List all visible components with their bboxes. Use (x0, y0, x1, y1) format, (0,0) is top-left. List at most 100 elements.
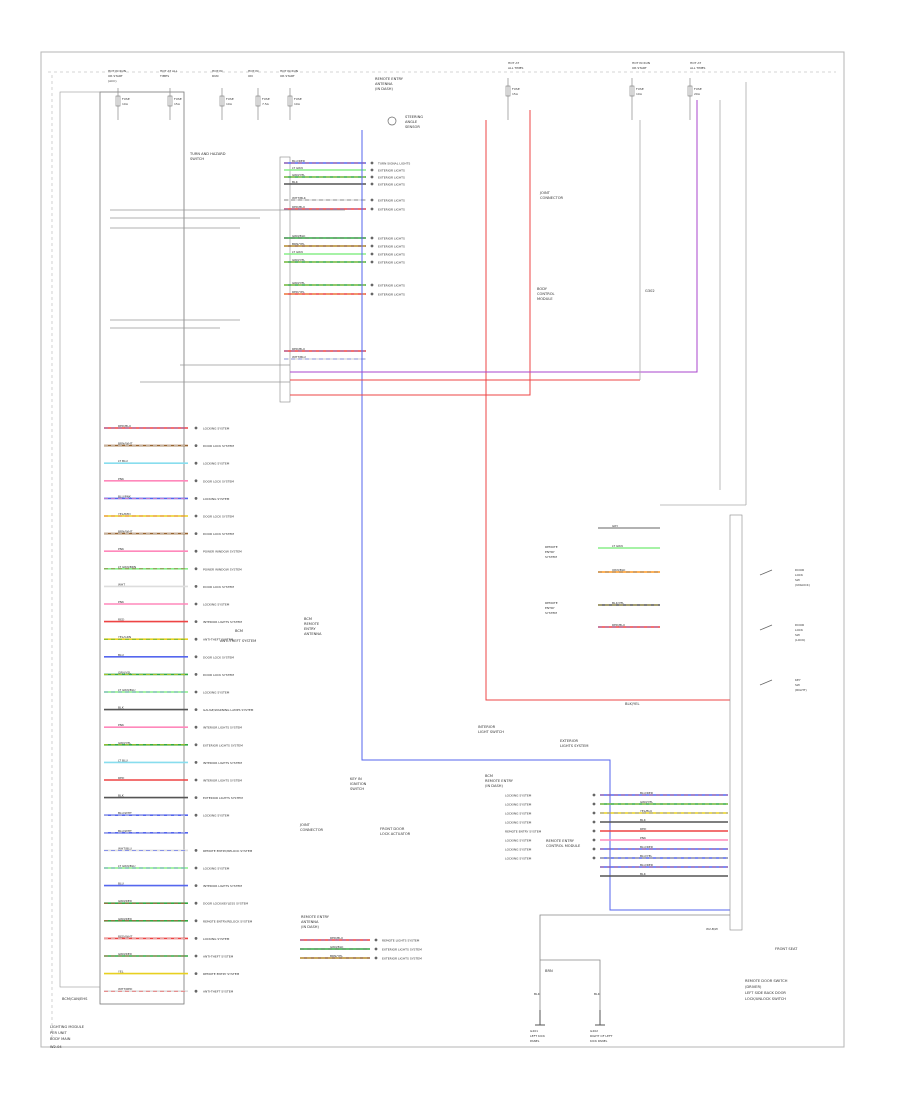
switch-group-0-label-0: REMOTE (545, 545, 558, 549)
combination-switch-label-2: SWITCH (190, 157, 204, 161)
top-fuse-1-line-0: HOT AT ALL (160, 69, 178, 73)
exterior-group-label-2: LIGHTS SYSTEM (560, 744, 589, 748)
top-right-fuse-1-name: FUSE (636, 87, 644, 91)
left-wire-32-dest: ANTI-THEFT SYSTEM (203, 990, 234, 994)
right-row-2-dest: LOCKING SYSTEM (505, 812, 532, 816)
left-wire-31-color: YEL (118, 970, 124, 974)
top-fuse-1-name: FUSE (174, 97, 182, 101)
left-wire-3-color: PNK (118, 477, 125, 481)
switch-group-1-label-1: ENTRY (545, 606, 555, 610)
right-row-6-dest: LOCKING SYSTEM (505, 848, 532, 852)
left-wire-13-connector-icon (194, 655, 198, 659)
upper-wire-10-dest: EXTERIOR LIGHTS (378, 284, 405, 288)
right-row-6-color: BLU/RED (640, 845, 654, 849)
remote-relay-label-1: REMOTE ENTRY (546, 839, 575, 843)
top-fuse-1-fuse-icon (167, 95, 173, 107)
upper-wire-3-connector-icon (370, 182, 374, 186)
left-wire-11-dest: INTERIOR LIGHTS SYSTEM (203, 620, 242, 624)
left-wire-11-color: RED (118, 618, 125, 622)
relay-wire-2-dest: EXTERIOR LIGHTS SYSTEM (382, 957, 422, 961)
ground-wire-2 (540, 959, 601, 1010)
left-wire-14-connector-icon (194, 673, 198, 676)
remote-entry-label-3: (IN DASH) (375, 87, 393, 91)
upper-wire-11-dest: EXTERIOR LIGHTS (378, 293, 405, 297)
right-row-3-color: BLK (640, 818, 647, 822)
left-wire-25-dest: LOCKING SYSTEM (203, 867, 230, 871)
left-wire-20-dest: INTERIOR LIGHTS SYSTEM (203, 779, 242, 783)
upper-wire-12-color: RED/BLU (292, 347, 305, 351)
joint-connector-top-1: JOINT (539, 191, 551, 195)
right-row-2-color: YEL/BLU (640, 809, 652, 813)
top-fuse-2-name: FUSE (226, 97, 234, 101)
left-wire-32-connector-icon (194, 989, 198, 993)
switch-1-contact-icon (759, 624, 773, 631)
left-wire-17-color: PNK (118, 723, 125, 727)
ground-0-wire-color: BLK (534, 992, 541, 996)
right-row-7-color: BLU/YEL (640, 854, 653, 858)
upper-wire-4-color: WHT/BLK (292, 196, 307, 200)
left-wire-10-dest: LOCKING SYSTEM (203, 603, 230, 607)
bcm-block-label-2: CONTROL (537, 292, 555, 296)
top-fuse-3-fuse-icon (255, 95, 261, 107)
right-module-footer-2: (DRIVER) (745, 985, 762, 989)
trunk-wire-red (485, 120, 730, 701)
anti-theft-relay-2: ANTI-THEFT SYSTEM (220, 639, 256, 643)
switch-1-label-0: DOOR (795, 623, 804, 627)
relay-wire-0-connector-icon (374, 938, 378, 942)
left-wire-5-dest: DOOR LOCK SYSTEM (203, 515, 234, 519)
left-wire-5-connector-icon (194, 514, 198, 518)
interior-switch-label-2: LIGHT SWITCH (478, 730, 504, 734)
left-wire-0-color: RED/BLU (118, 424, 131, 428)
top-fuse-3-line-0: HOT IN (248, 69, 259, 73)
top-right-fuse-2-rating: 20A (694, 92, 701, 96)
front-door-label-1: FRONT DOOR (380, 827, 405, 831)
right-row-0-dest: LOCKING SYSTEM (505, 794, 532, 798)
upper-wire-0-dest: TURN SIGNAL LIGHTS (377, 162, 410, 166)
right-row-4-color: RED (640, 827, 647, 831)
exterior-group-label-1: EXTERIOR (560, 739, 579, 743)
left-wire-16-connector-icon (194, 708, 198, 711)
left-wire-4-dest: LOCKING SYSTEM (203, 497, 230, 501)
top-fuse-1-line-1: TIMES (159, 74, 169, 78)
left-wire-2-connector-icon (194, 461, 198, 465)
antenna-icon (387, 116, 397, 126)
upper-wire-11-connector-icon (370, 292, 374, 296)
upper-wire-6-color: GRN/BLK (292, 234, 306, 238)
left-wire-28-connector-icon (194, 919, 198, 923)
left-wire-29-connector-icon (194, 937, 198, 940)
top-right-fuse-0-fuse-icon (505, 85, 511, 97)
upper-wire-7-dest: EXTERIOR LIGHTS (378, 245, 405, 249)
combination-switch-label-1: TURN AND HAZARD (189, 152, 226, 156)
top-right-fuse-0-line-1: ALL TIMES (508, 66, 524, 70)
relay-wire-1-dest: EXTERIOR LIGHTS SYSTEM (382, 948, 422, 952)
figure-id: W2-04 (50, 1045, 62, 1049)
switch-2-contact-icon (759, 679, 773, 686)
top-fuse-3-line-1: ON (248, 74, 253, 78)
left-wire-8-connector-icon (194, 567, 198, 571)
top-fuse-0-name: FUSE (122, 97, 130, 101)
upper-wire-4-connector-icon (370, 198, 374, 202)
left-wire-22-color: BLU/WHT (118, 811, 132, 815)
top-right-fuse-0-name: FUSE (512, 87, 520, 91)
left-wire-25-color: LT GRN/BLU (118, 864, 135, 868)
relay-wire-0-dest: REMOTE LIGHTS SYSTEM (382, 939, 420, 943)
left-module-name-3: BODY MAIN (50, 1037, 71, 1041)
left-wire-29-color: RED/WHT (118, 934, 133, 938)
left-wire-4-color: BLU/PNK (118, 494, 132, 498)
left-wire-17-connector-icon (194, 725, 198, 729)
right-row-7-connector-icon (592, 856, 596, 860)
relay-wire-2-connector-icon (374, 956, 378, 960)
left-wire-4-connector-icon (194, 497, 198, 500)
left-wire-1-dest: DOOR LOCK SYSTEM (203, 444, 234, 448)
left-wire-31-dest: REMOTE ENTRY SYSTEM (203, 972, 240, 976)
left-wire-30-dest: ANTI-THEFT SYSTEM (203, 955, 234, 959)
switch-2-label-0: KEY (795, 678, 801, 682)
left-module-name-2: PER UNIT (50, 1031, 67, 1035)
top-ground-label: G302 (645, 289, 655, 293)
switch-1-label-2: SW (795, 633, 800, 637)
joint-connector-top-2: CONNECTOR (540, 196, 564, 200)
ground-relay-3: ENTRY (304, 627, 316, 631)
